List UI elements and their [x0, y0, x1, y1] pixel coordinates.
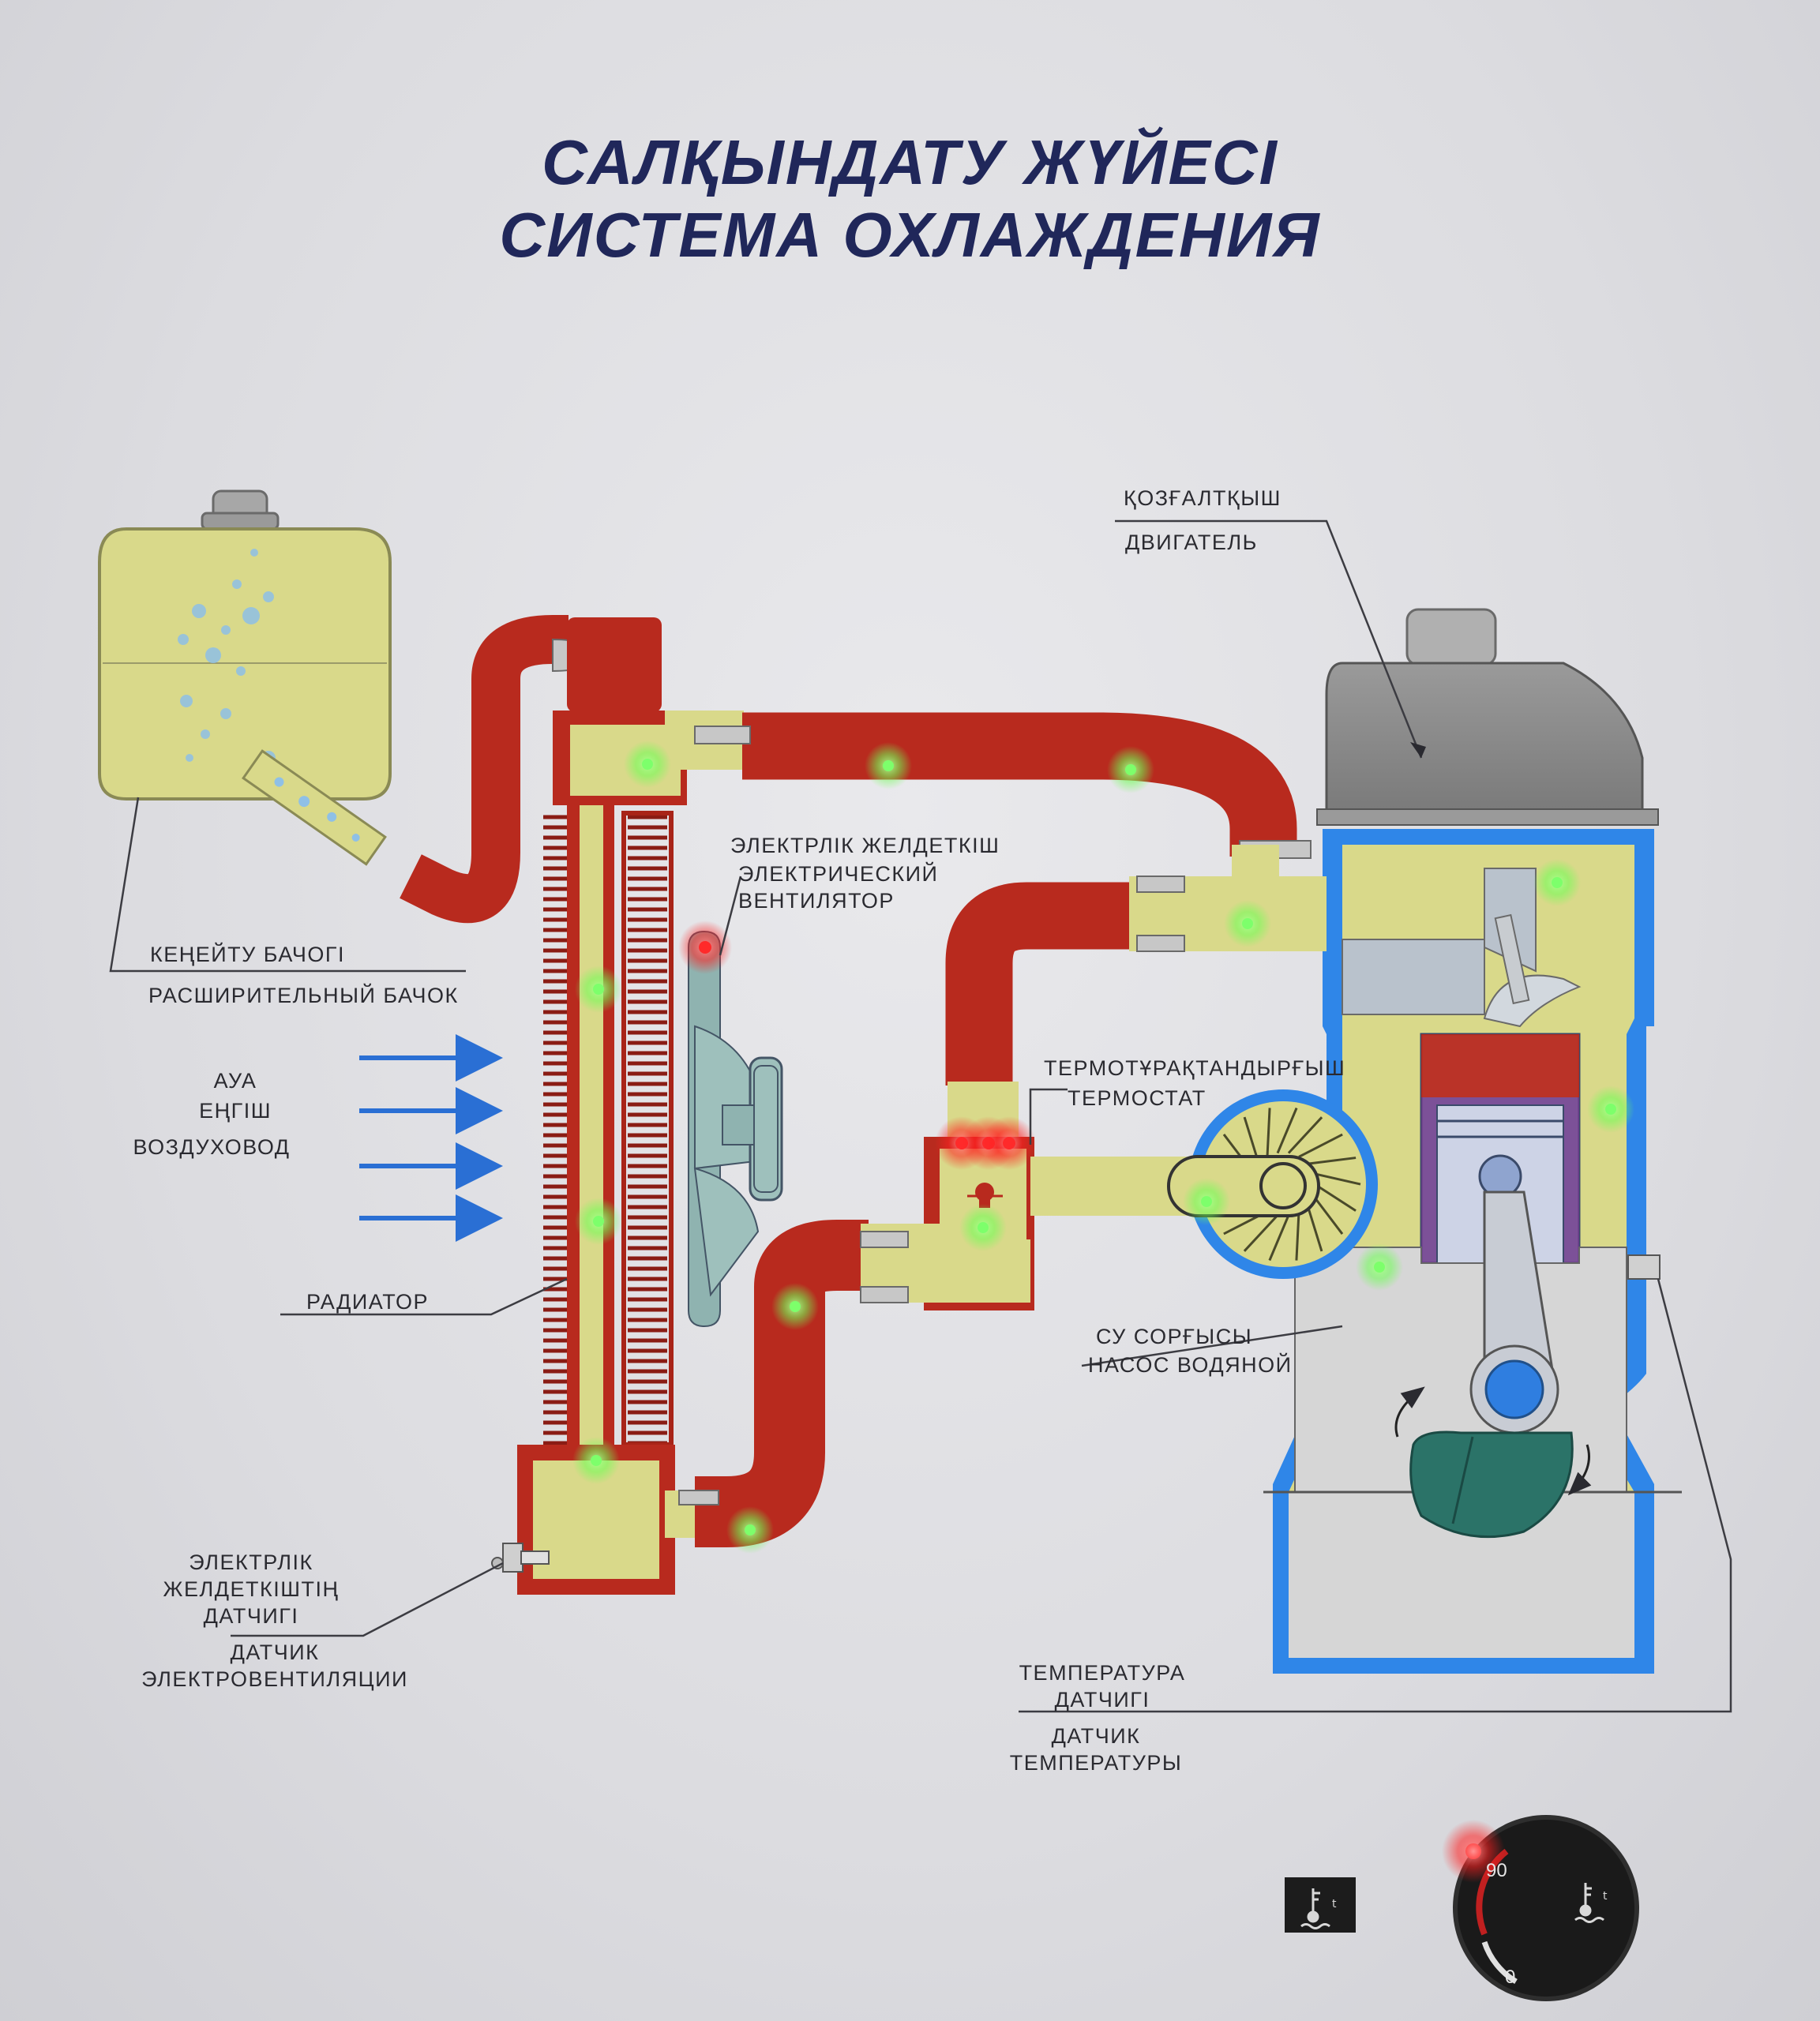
leader-lines — [109, 519, 1732, 1713]
led-green — [1125, 764, 1136, 775]
led-green — [978, 1222, 989, 1233]
coolant-temperature-icon: t — [1300, 1888, 1337, 1929]
svg-text:t: t — [1603, 1890, 1608, 1903]
label-air-duct-kz-1: АУА — [214, 1069, 257, 1093]
label-fan-sensor-ru-2: ЭЛЕКТРОВЕНТИЛЯЦИИ — [141, 1667, 408, 1691]
led-green — [642, 759, 653, 770]
label-temp-sensor-ru-1: ДАТЧИК — [1052, 1724, 1141, 1748]
label-water-pump-kz: СУ СОРҒЫСЫ — [1096, 1325, 1252, 1348]
label-fan-ru-2: ВЕНТИЛЯТОР — [738, 889, 895, 913]
labels: ҚОЗҒАЛТҚЫШ ДВИГАТЕЛЬ ЭЛЕКТРЛІК ЖЕЛДЕТКІШ… — [133, 486, 1345, 1775]
label-fan-kz: ЭЛЕКТРЛІК ЖЕЛДЕТКІШ — [730, 834, 1000, 857]
led-green — [591, 1455, 602, 1466]
label-fan-sensor-kz-3: ДАТЧИГІ — [204, 1604, 299, 1628]
led-green — [1201, 1196, 1212, 1207]
label-thermostat-ru: ТЕРМОСТАТ — [1068, 1086, 1206, 1110]
label-temp-sensor-ru-2: ТЕМПЕРАТУРЫ — [1010, 1751, 1183, 1775]
label-engine-ru: ДВИГАТЕЛЬ — [1125, 531, 1258, 554]
rotation-arrow-icon — [1394, 1386, 1425, 1438]
label-fan-sensor-ru-1: ДАТЧИК — [231, 1640, 320, 1664]
led-green — [593, 984, 604, 995]
label-engine-kz: ҚОЗҒАЛТҚЫШ — [1124, 486, 1282, 510]
label-thermostat-kz: ТЕРМОТҰРАҚТАНДЫРҒЫШ — [1044, 1056, 1345, 1080]
gauge-mark-90: 90 — [1486, 1860, 1507, 1881]
led-green — [1242, 918, 1253, 929]
label-fan-sensor-kz-2: ЖЕЛДЕТКІШТІҢ — [163, 1577, 340, 1601]
title-ru: СИСТЕМА ОХЛАЖДЕНИЯ — [499, 200, 1321, 270]
label-fan-ru-1: ЭЛЕКТРИЧЕСКИЙ — [738, 861, 938, 886]
title-block: САЛҚЫНДАТУ ЖҮЙЕСІ СИСТЕМА ОХЛАЖДЕНИЯ — [0, 126, 1820, 272]
label-expansion-tank-kz: КЕҢЕЙТУ БАЧОГІ — [150, 942, 345, 966]
label-radiator: РАДИАТОР — [306, 1290, 429, 1314]
bypass-hose — [945, 845, 1327, 1085]
air-flow-arrows — [359, 1034, 503, 1242]
fan-sensor — [491, 1543, 550, 1573]
label-fan-sensor-kz-1: ЭЛЕКТРЛІК — [189, 1550, 313, 1574]
led-green — [883, 760, 894, 771]
led-green — [1605, 1104, 1616, 1115]
title-kz: САЛҚЫНДАТУ ЖҮЙЕСІ — [542, 127, 1278, 197]
label-temp-sensor-kz-1: ТЕМПЕРАТУРА — [1019, 1661, 1186, 1685]
label-air-duct-kz-2: ЕҢГІШ — [199, 1099, 272, 1123]
coolant-warning-lamp: t — [1285, 1877, 1356, 1933]
coolant-flow-leds — [572, 741, 1634, 1554]
led-red — [1003, 1137, 1015, 1149]
temperature-gauge: 90 0 t — [1442, 1815, 1639, 2001]
gauge-mark-0: 0 — [1505, 1967, 1515, 1988]
engine — [1263, 608, 1682, 1674]
label-water-pump-ru: НАСОС ВОДЯНОЙ — [1088, 1352, 1293, 1377]
led-green — [790, 1301, 801, 1312]
label-air-duct-ru: ВОЗДУХОВОД — [133, 1135, 290, 1159]
led-green — [1552, 877, 1563, 888]
label-temp-sensor-kz-2: ДАТЧИГІ — [1055, 1688, 1150, 1712]
label-expansion-tank-ru: РАСШИРИТЕЛЬНЫЙ БАЧОК — [148, 983, 459, 1007]
radiator — [517, 617, 744, 1595]
svg-text:t: t — [1332, 1898, 1337, 1910]
led-green — [593, 1216, 604, 1227]
expansion-tank — [98, 489, 392, 866]
coolant-temperature-icon: t — [1574, 1883, 1608, 1923]
water-pump — [1167, 1089, 1378, 1279]
led-red — [699, 941, 711, 954]
rotation-arrow-icon — [1567, 1444, 1592, 1496]
led-green — [745, 1524, 756, 1535]
led-green — [1374, 1262, 1385, 1273]
